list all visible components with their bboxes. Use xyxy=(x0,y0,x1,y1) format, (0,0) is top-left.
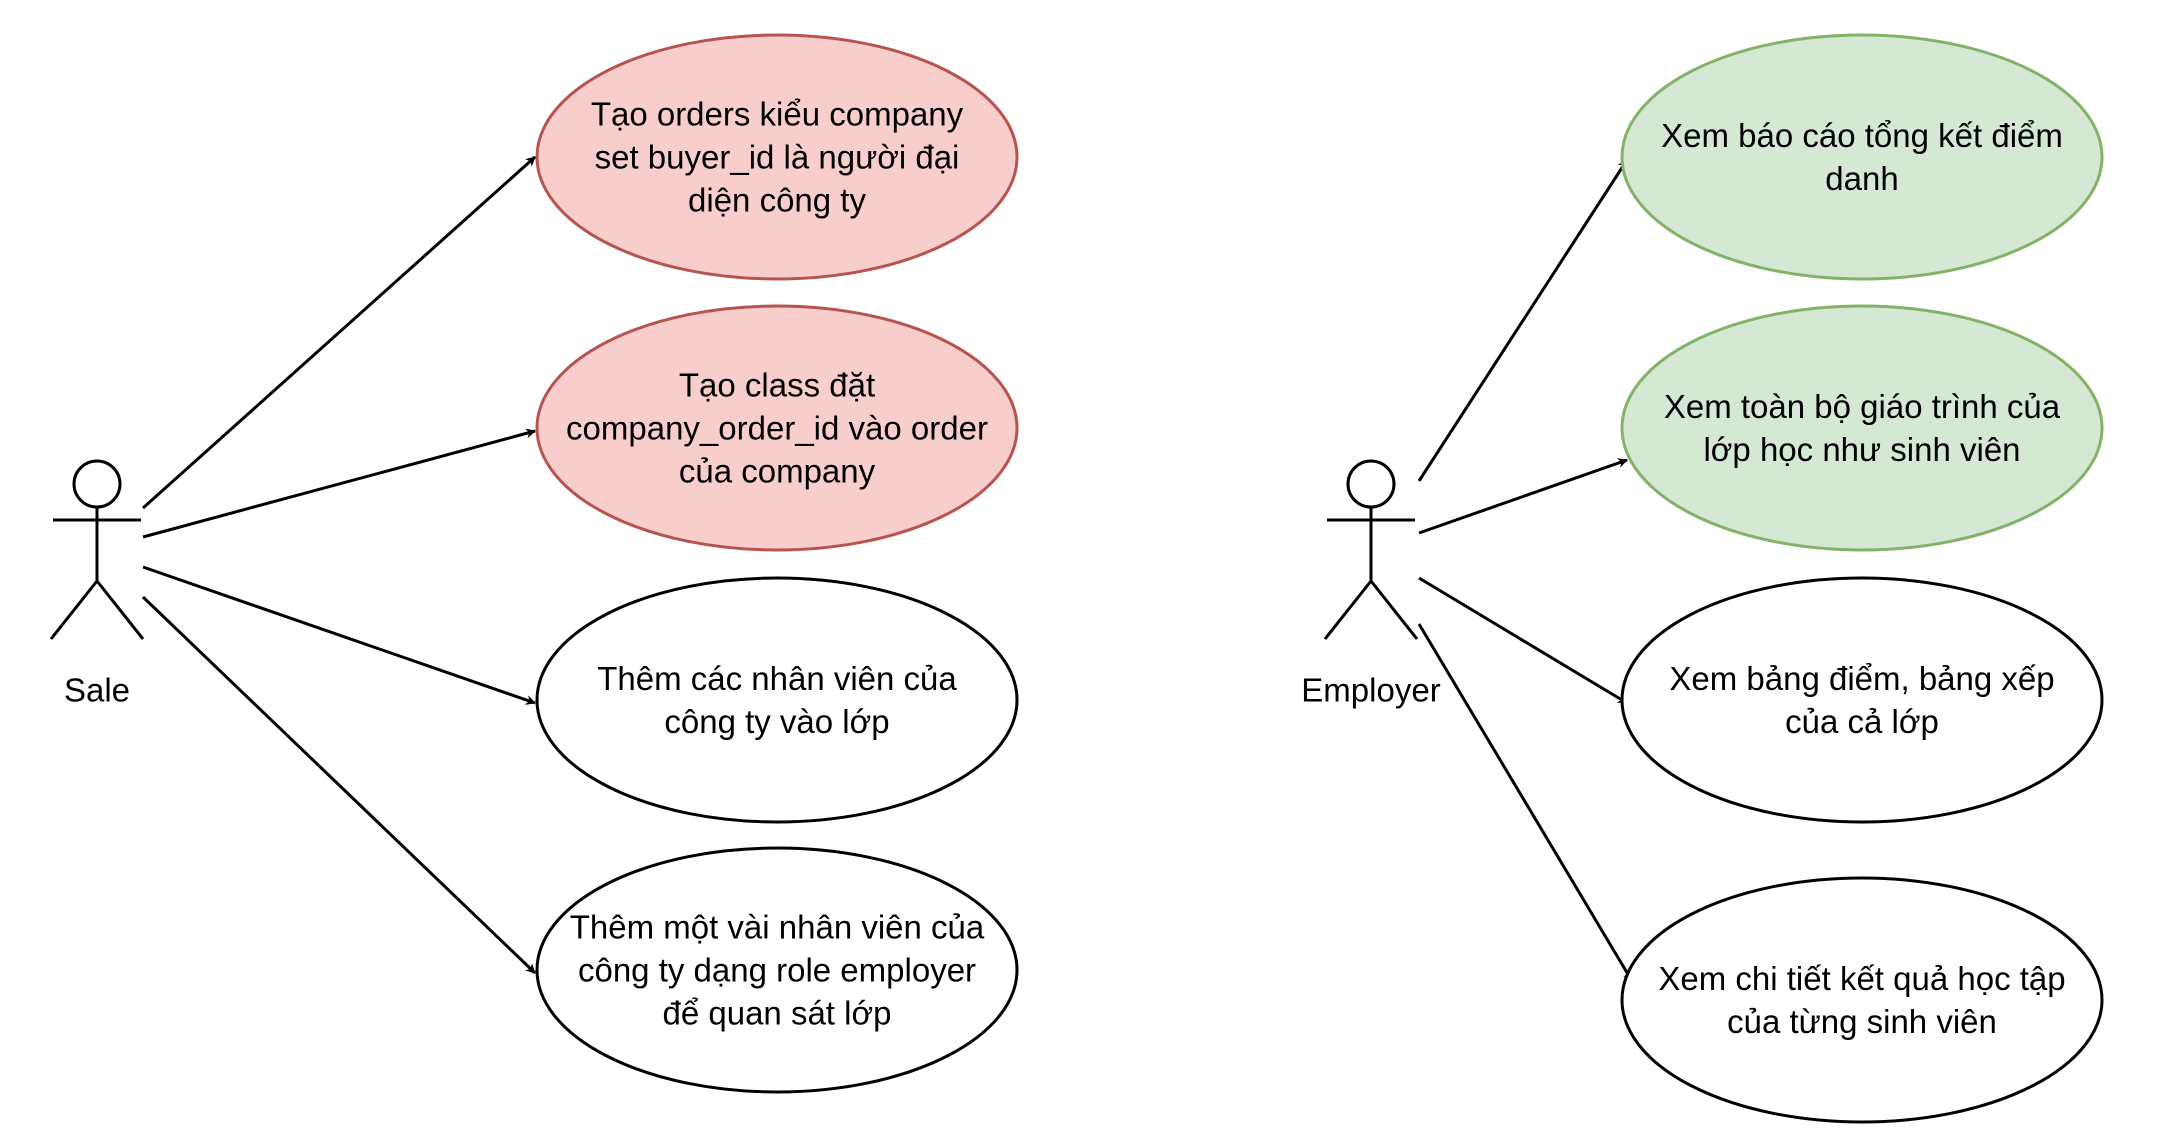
use-cases-layer: Tạo orders kiểu company set buyer_id là n… xyxy=(535,33,2104,1124)
use-case-ellipse xyxy=(535,846,1019,1094)
use-case-label-line: Xem chi tiết kết quả học tập xyxy=(1658,960,2065,997)
use-case-label-line: Thêm các nhân viên của xyxy=(597,660,957,697)
actor-right-leg xyxy=(1369,580,1419,640)
use-case-uc7[interactable]: Xem bảng điểm, bảng xếp của cả lớp xyxy=(1620,576,2104,824)
use-case-ellipse xyxy=(1620,33,2104,281)
use-case-label-line: set buyer_id là người đại xyxy=(595,139,960,176)
actor-label: Employer xyxy=(1301,672,1440,709)
use-case-label-line: Tạo orders kiểu company xyxy=(591,96,964,133)
association-employer-uc8 xyxy=(1417,623,1634,982)
use-case-uc1[interactable]: Tạo orders kiểu company set buyer_id là n… xyxy=(535,33,1019,281)
actor-left-leg xyxy=(1323,580,1373,640)
use-case-label-line: của company xyxy=(679,453,876,490)
use-case-uc5[interactable]: Xem báo cáo tổng kết điểm danh xyxy=(1620,33,2104,281)
use-case-label-line: Xem báo cáo tổng kết điểm xyxy=(1661,117,2063,154)
use-case-ellipse xyxy=(535,33,1019,281)
association-employer-uc5 xyxy=(1417,159,1629,482)
association-sale-uc4 xyxy=(141,595,537,975)
use-case-ellipse xyxy=(535,304,1019,552)
association-employer-uc7 xyxy=(1418,576,1628,705)
use-case-label-line: Xem toàn bộ giáo trình của xyxy=(1664,388,2061,425)
use-case-label-line: của cả lớp xyxy=(1785,703,1939,740)
actor-head xyxy=(1346,459,1396,509)
use-case-label-line: công ty dạng role employer xyxy=(578,952,976,989)
actor-head xyxy=(72,459,122,509)
use-case-uc4[interactable]: Thêm một vài nhân viên của công ty dạng r… xyxy=(535,846,1019,1094)
use-case-label-line: Tạo class đặt xyxy=(679,367,875,404)
use-case-uc8[interactable]: Xem chi tiết kết quả học tập của từng sin… xyxy=(1620,876,2104,1124)
actor-employer[interactable]: Employer xyxy=(1301,459,1441,709)
use-case-label-line: Xem bảng điểm, bảng xếp xyxy=(1669,660,2054,697)
associations-layer xyxy=(141,155,1634,982)
use-case-label-line: của từng sinh viên xyxy=(1727,1003,1997,1040)
use-case-uc3[interactable]: Thêm các nhân viên của công ty vào lớp xyxy=(535,576,1019,824)
use-case-uc2[interactable]: Tạo class đặt company_order_id vào order c… xyxy=(535,304,1019,552)
use-case-label-line: company_order_id vào order xyxy=(566,410,988,447)
use-case-label-line: lớp học như sinh viên xyxy=(1703,431,2020,468)
use-case-ellipse xyxy=(535,576,1019,824)
actor-left-leg xyxy=(49,580,99,640)
use-case-label-line: công ty vào lớp xyxy=(664,703,889,740)
actor-right-leg xyxy=(95,580,145,640)
use-case-label-line: danh xyxy=(1825,160,1898,197)
use-case-uc6[interactable]: Xem toàn bộ giáo trình của lớp học như si… xyxy=(1620,304,2104,552)
use-case-ellipse xyxy=(1620,304,2104,552)
association-sale-uc2 xyxy=(142,428,536,539)
actor-label: Sale xyxy=(64,672,130,709)
association-employer-uc6 xyxy=(1418,458,1628,535)
actor-sale[interactable]: Sale xyxy=(49,459,145,709)
actors-layer: Sale Employer xyxy=(49,459,1441,709)
use-case-label-line: để quan sát lớp xyxy=(663,995,892,1032)
use-case-ellipse xyxy=(1620,576,2104,824)
use-case-ellipse xyxy=(1620,876,2104,1124)
association-sale-uc3 xyxy=(142,565,536,705)
use-case-label-line: diện công ty xyxy=(688,182,866,219)
association-sale-uc1 xyxy=(141,155,537,510)
use-case-label-line: Thêm một vài nhân viên của xyxy=(570,909,985,946)
